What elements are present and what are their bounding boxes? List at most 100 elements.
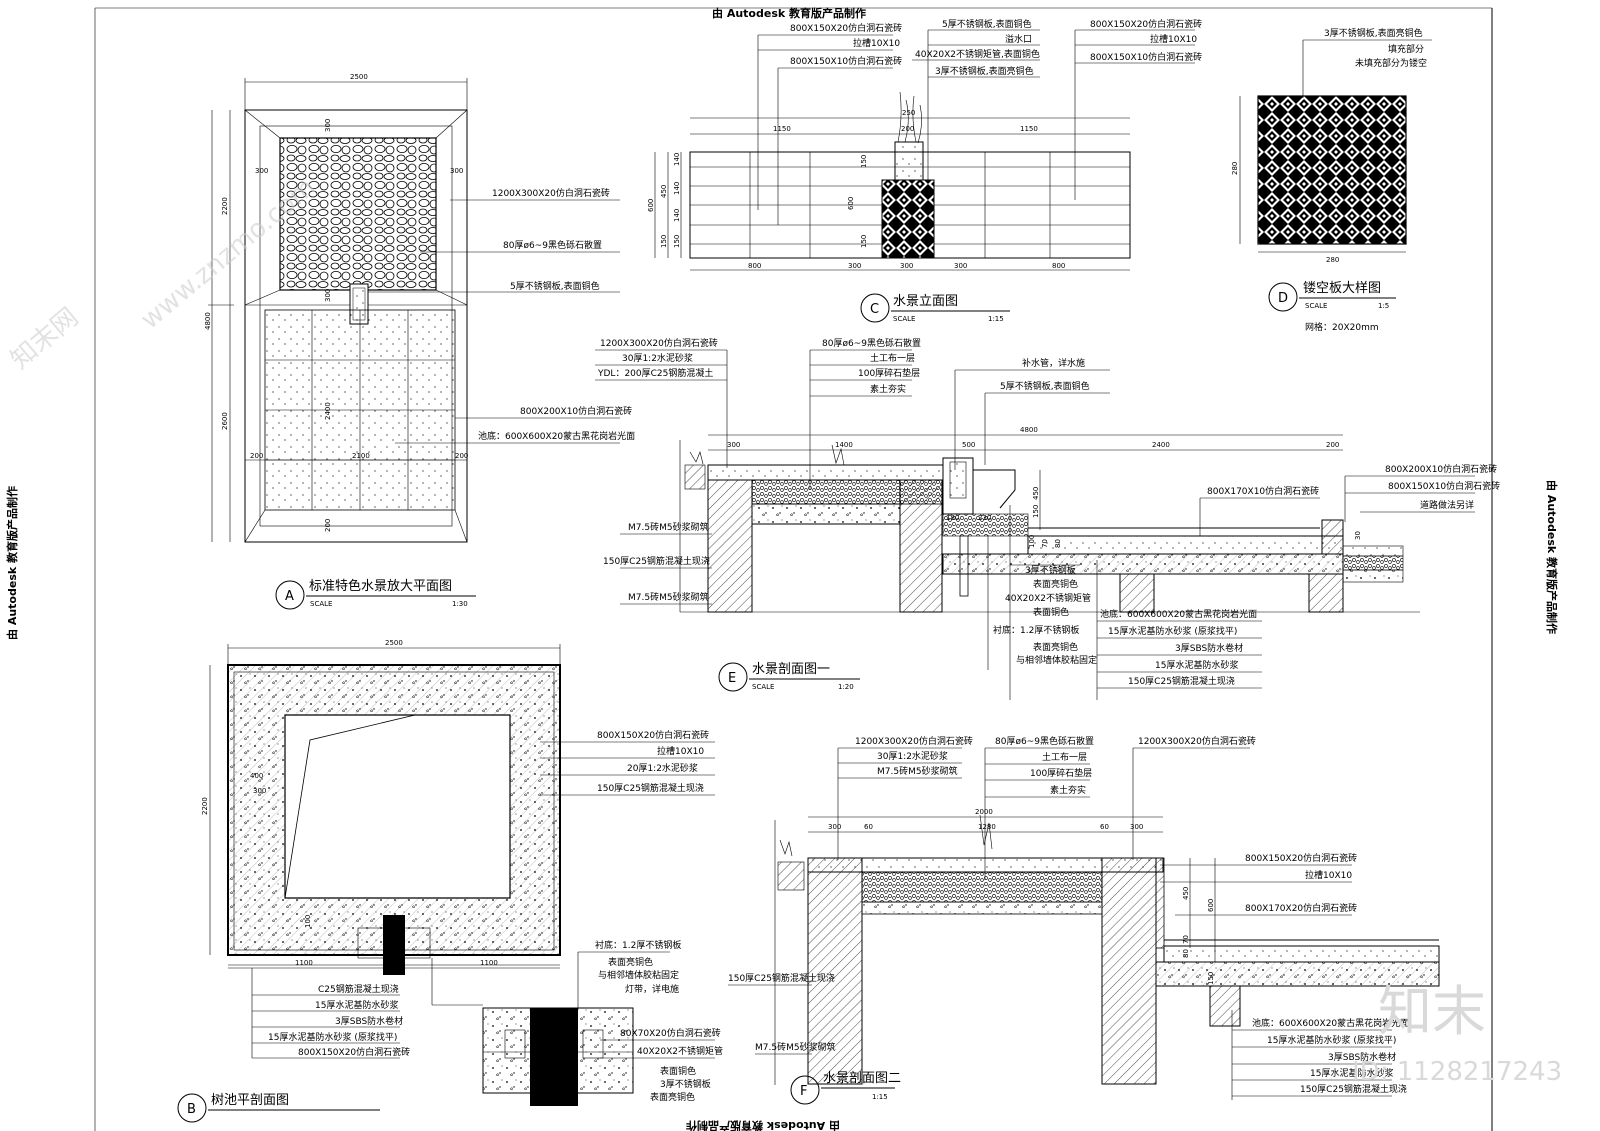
svg-text:与相邻墙体胶粘固定: 与相邻墙体胶粘固定 <box>598 969 679 981</box>
svg-text:3厚不锈钢板,表面亮铜色: 3厚不锈钢板,表面亮铜色 <box>1324 27 1423 39</box>
svg-text:600: 600 <box>1207 899 1215 912</box>
svg-text:800X150X20仿白洞石瓷砖: 800X150X20仿白洞石瓷砖 <box>790 22 902 34</box>
svg-text:表面亮铜色: 表面亮铜色 <box>1033 578 1078 590</box>
svg-text:300: 300 <box>450 167 463 175</box>
svg-text:未填充部分为镂空: 未填充部分为镂空 <box>1355 57 1427 69</box>
svg-text:250: 250 <box>902 109 915 117</box>
title-b: 树池平剖面图 <box>211 1093 289 1108</box>
svg-text:拉槽10X10: 拉槽10X10 <box>1305 869 1352 881</box>
svg-text:800: 800 <box>748 262 761 270</box>
svg-text:60: 60 <box>864 823 873 831</box>
label-a-4: 池底：600X600X20蒙古黑花岗岩光面 <box>478 430 635 442</box>
scale-f: 1:15 <box>872 1093 888 1101</box>
svg-text:140: 140 <box>673 153 681 166</box>
svg-text:800X150X20仿白洞石瓷砖: 800X150X20仿白洞石瓷砖 <box>1245 852 1357 864</box>
svg-text:4800: 4800 <box>1020 426 1038 434</box>
svg-text:M7.5砖M5砂浆砌筑: M7.5砖M5砂浆砌筑 <box>877 765 958 777</box>
svg-text:5厚不锈钢板,表面铜色: 5厚不锈钢板,表面铜色 <box>1000 380 1090 392</box>
svg-text:1280: 1280 <box>978 823 996 831</box>
svg-text:150厚C25钢筋混凝土现浇: 150厚C25钢筋混凝土现浇 <box>1128 675 1235 687</box>
scale-c: 1:15 <box>988 315 1004 323</box>
banner-side-right: 由 Autodesk 教育版产品制作 <box>1545 480 1559 634</box>
svg-text:池底：600X600X20蒙古黑花岗岩光面: 池底：600X600X20蒙古黑花岗岩光面 <box>1100 608 1257 620</box>
title-e: 水景剖面图一 <box>752 662 830 677</box>
title-a: 标准特色水景放大平面图 <box>309 578 452 594</box>
svg-text:70: 70 <box>1041 539 1049 548</box>
svg-text:2400: 2400 <box>324 402 332 420</box>
watermark-brand: 知末 <box>1378 980 1486 1043</box>
watermark-site-cn: 知末网 <box>5 302 84 375</box>
svg-text:800X150X20仿白洞石瓷砖: 800X150X20仿白洞石瓷砖 <box>1090 18 1202 30</box>
svg-text:30厚1:2水泥砂浆: 30厚1:2水泥砂浆 <box>877 750 948 762</box>
svg-text:溢水口: 溢水口 <box>1005 33 1032 45</box>
svg-text:800X150X10仿白洞石瓷砖: 800X150X10仿白洞石瓷砖 <box>1090 51 1202 63</box>
svg-text:80: 80 <box>1054 539 1062 548</box>
svg-text:150: 150 <box>660 235 668 248</box>
svg-text:150厚C25钢筋混凝土现浇: 150厚C25钢筋混凝土现浇 <box>728 972 835 984</box>
svg-text:15厚水泥基防水砂浆: 15厚水泥基防水砂浆 <box>315 999 398 1011</box>
svg-text:15厚水泥基防水砂浆: 15厚水泥基防水砂浆 <box>1310 1067 1393 1079</box>
svg-text:800X170X10仿白洞石瓷砖: 800X170X10仿白洞石瓷砖 <box>1207 485 1319 497</box>
svg-text:15厚水泥基防水砂浆 (原浆找平): 15厚水泥基防水砂浆 (原浆找平) <box>1267 1034 1396 1046</box>
dim-a-bottom: 2600 <box>221 412 229 430</box>
svg-text:80: 80 <box>1182 949 1190 958</box>
svg-text:140: 140 <box>673 209 681 222</box>
svg-text:450: 450 <box>1032 487 1040 500</box>
svg-text:1100: 1100 <box>480 959 498 967</box>
svg-text:100厚碎石垫层: 100厚碎石垫层 <box>858 367 920 379</box>
scale-e: 1:20 <box>838 683 854 691</box>
svg-text:300: 300 <box>900 262 913 270</box>
svg-text:150厚C25钢筋混凝土现浇: 150厚C25钢筋混凝土现浇 <box>603 555 710 567</box>
watermark-id: ID: 1128217243 <box>1352 1057 1562 1087</box>
dim-a-total: 4800 <box>204 312 212 330</box>
svg-text:150厚C25钢筋混凝土现浇: 150厚C25钢筋混凝土现浇 <box>1300 1083 1407 1095</box>
svg-text:500: 500 <box>962 441 975 449</box>
scale-a: 1:30 <box>452 600 468 608</box>
svg-text:拉槽10X10: 拉槽10X10 <box>657 745 704 757</box>
label-a-0: 1200X300X20仿白洞石瓷砖 <box>492 187 610 199</box>
svg-text:1150: 1150 <box>773 125 791 133</box>
svg-text:15厚水泥基防水砂浆 (原浆找平): 15厚水泥基防水砂浆 (原浆找平) <box>268 1031 397 1043</box>
svg-text:150: 150 <box>860 155 868 168</box>
svg-text:素土夯实: 素土夯实 <box>1050 784 1086 796</box>
svg-text:400: 400 <box>250 772 263 780</box>
badge-e: E <box>728 671 736 686</box>
svg-text:180: 180 <box>946 514 959 522</box>
svg-text:池底：600X600X20蒙古黑花岗岩光面: 池底：600X600X20蒙古黑花岗岩光面 <box>1252 1017 1409 1029</box>
dim-b-height: 2200 <box>201 797 209 815</box>
svg-text:土工布一层: 土工布一层 <box>1042 751 1087 763</box>
svg-text:40X20X2不锈钢矩管: 40X20X2不锈钢矩管 <box>1005 592 1091 604</box>
svg-text:15厚水泥基防水砂浆 (原浆找平): 15厚水泥基防水砂浆 (原浆找平) <box>1108 625 1237 637</box>
svg-text:450: 450 <box>660 185 668 198</box>
svg-text:15厚水泥基防水砂浆: 15厚水泥基防水砂浆 <box>1155 659 1238 671</box>
svg-text:1200X300X20仿白洞石瓷砖: 1200X300X20仿白洞石瓷砖 <box>600 337 718 349</box>
svg-text:40X20X2不锈钢矩管,表面铜色: 40X20X2不锈钢矩管,表面铜色 <box>915 48 1040 60</box>
svg-text:80厚ø6~9黑色砾石散置: 80厚ø6~9黑色砾石散置 <box>822 337 921 349</box>
svg-text:300: 300 <box>727 441 740 449</box>
badge-c: C <box>870 302 879 317</box>
svg-text:衬底：1.2厚不锈钢板: 衬底：1.2厚不锈钢板 <box>993 624 1079 636</box>
svg-text:800X200X10仿白洞石瓷砖: 800X200X10仿白洞石瓷砖 <box>1385 463 1497 475</box>
svg-text:300: 300 <box>324 119 332 132</box>
svg-text:200: 200 <box>455 452 468 460</box>
svg-text:300: 300 <box>253 787 266 795</box>
svg-text:道路做法另详: 道路做法另详 <box>1420 499 1474 511</box>
svg-text:100: 100 <box>304 915 312 928</box>
svg-text:40X20X2不锈钢矩管: 40X20X2不锈钢矩管 <box>637 1045 723 1057</box>
svg-text:80厚ø6~9黑色砾石散置: 80厚ø6~9黑色砾石散置 <box>995 735 1094 747</box>
svg-text:600: 600 <box>847 197 855 210</box>
svg-text:60: 60 <box>1100 823 1109 831</box>
svg-text:150: 150 <box>1207 972 1215 985</box>
svg-text:800X150X10仿白洞石瓷砖: 800X150X10仿白洞石瓷砖 <box>790 55 902 67</box>
svg-text:1100: 1100 <box>295 959 313 967</box>
drawing-b-detail: 衬底：1.2厚不锈钢板 表面亮铜色 与相邻墙体胶粘固定 灯带，详电施 80X70… <box>431 939 723 1106</box>
svg-text:800X150X10仿白洞石瓷砖: 800X150X10仿白洞石瓷砖 <box>1388 480 1500 492</box>
label-a-1: 80厚ø6~9黑色砾石散置 <box>503 239 602 251</box>
svg-text:300: 300 <box>954 262 967 270</box>
svg-text:150厚C25钢筋混凝土现浇: 150厚C25钢筋混凝土现浇 <box>597 782 704 794</box>
svg-text:200: 200 <box>901 125 914 133</box>
title-d: 镂空板大样图 <box>1303 281 1381 296</box>
drawing-d-lattice: 280 280 3厚不锈钢板,表面亮铜色 填充部分 未填充部分为镂空 D 镂空板… <box>1231 27 1432 333</box>
svg-text:100厚碎石垫层: 100厚碎石垫层 <box>1030 767 1092 779</box>
svg-text:280: 280 <box>1231 162 1239 175</box>
